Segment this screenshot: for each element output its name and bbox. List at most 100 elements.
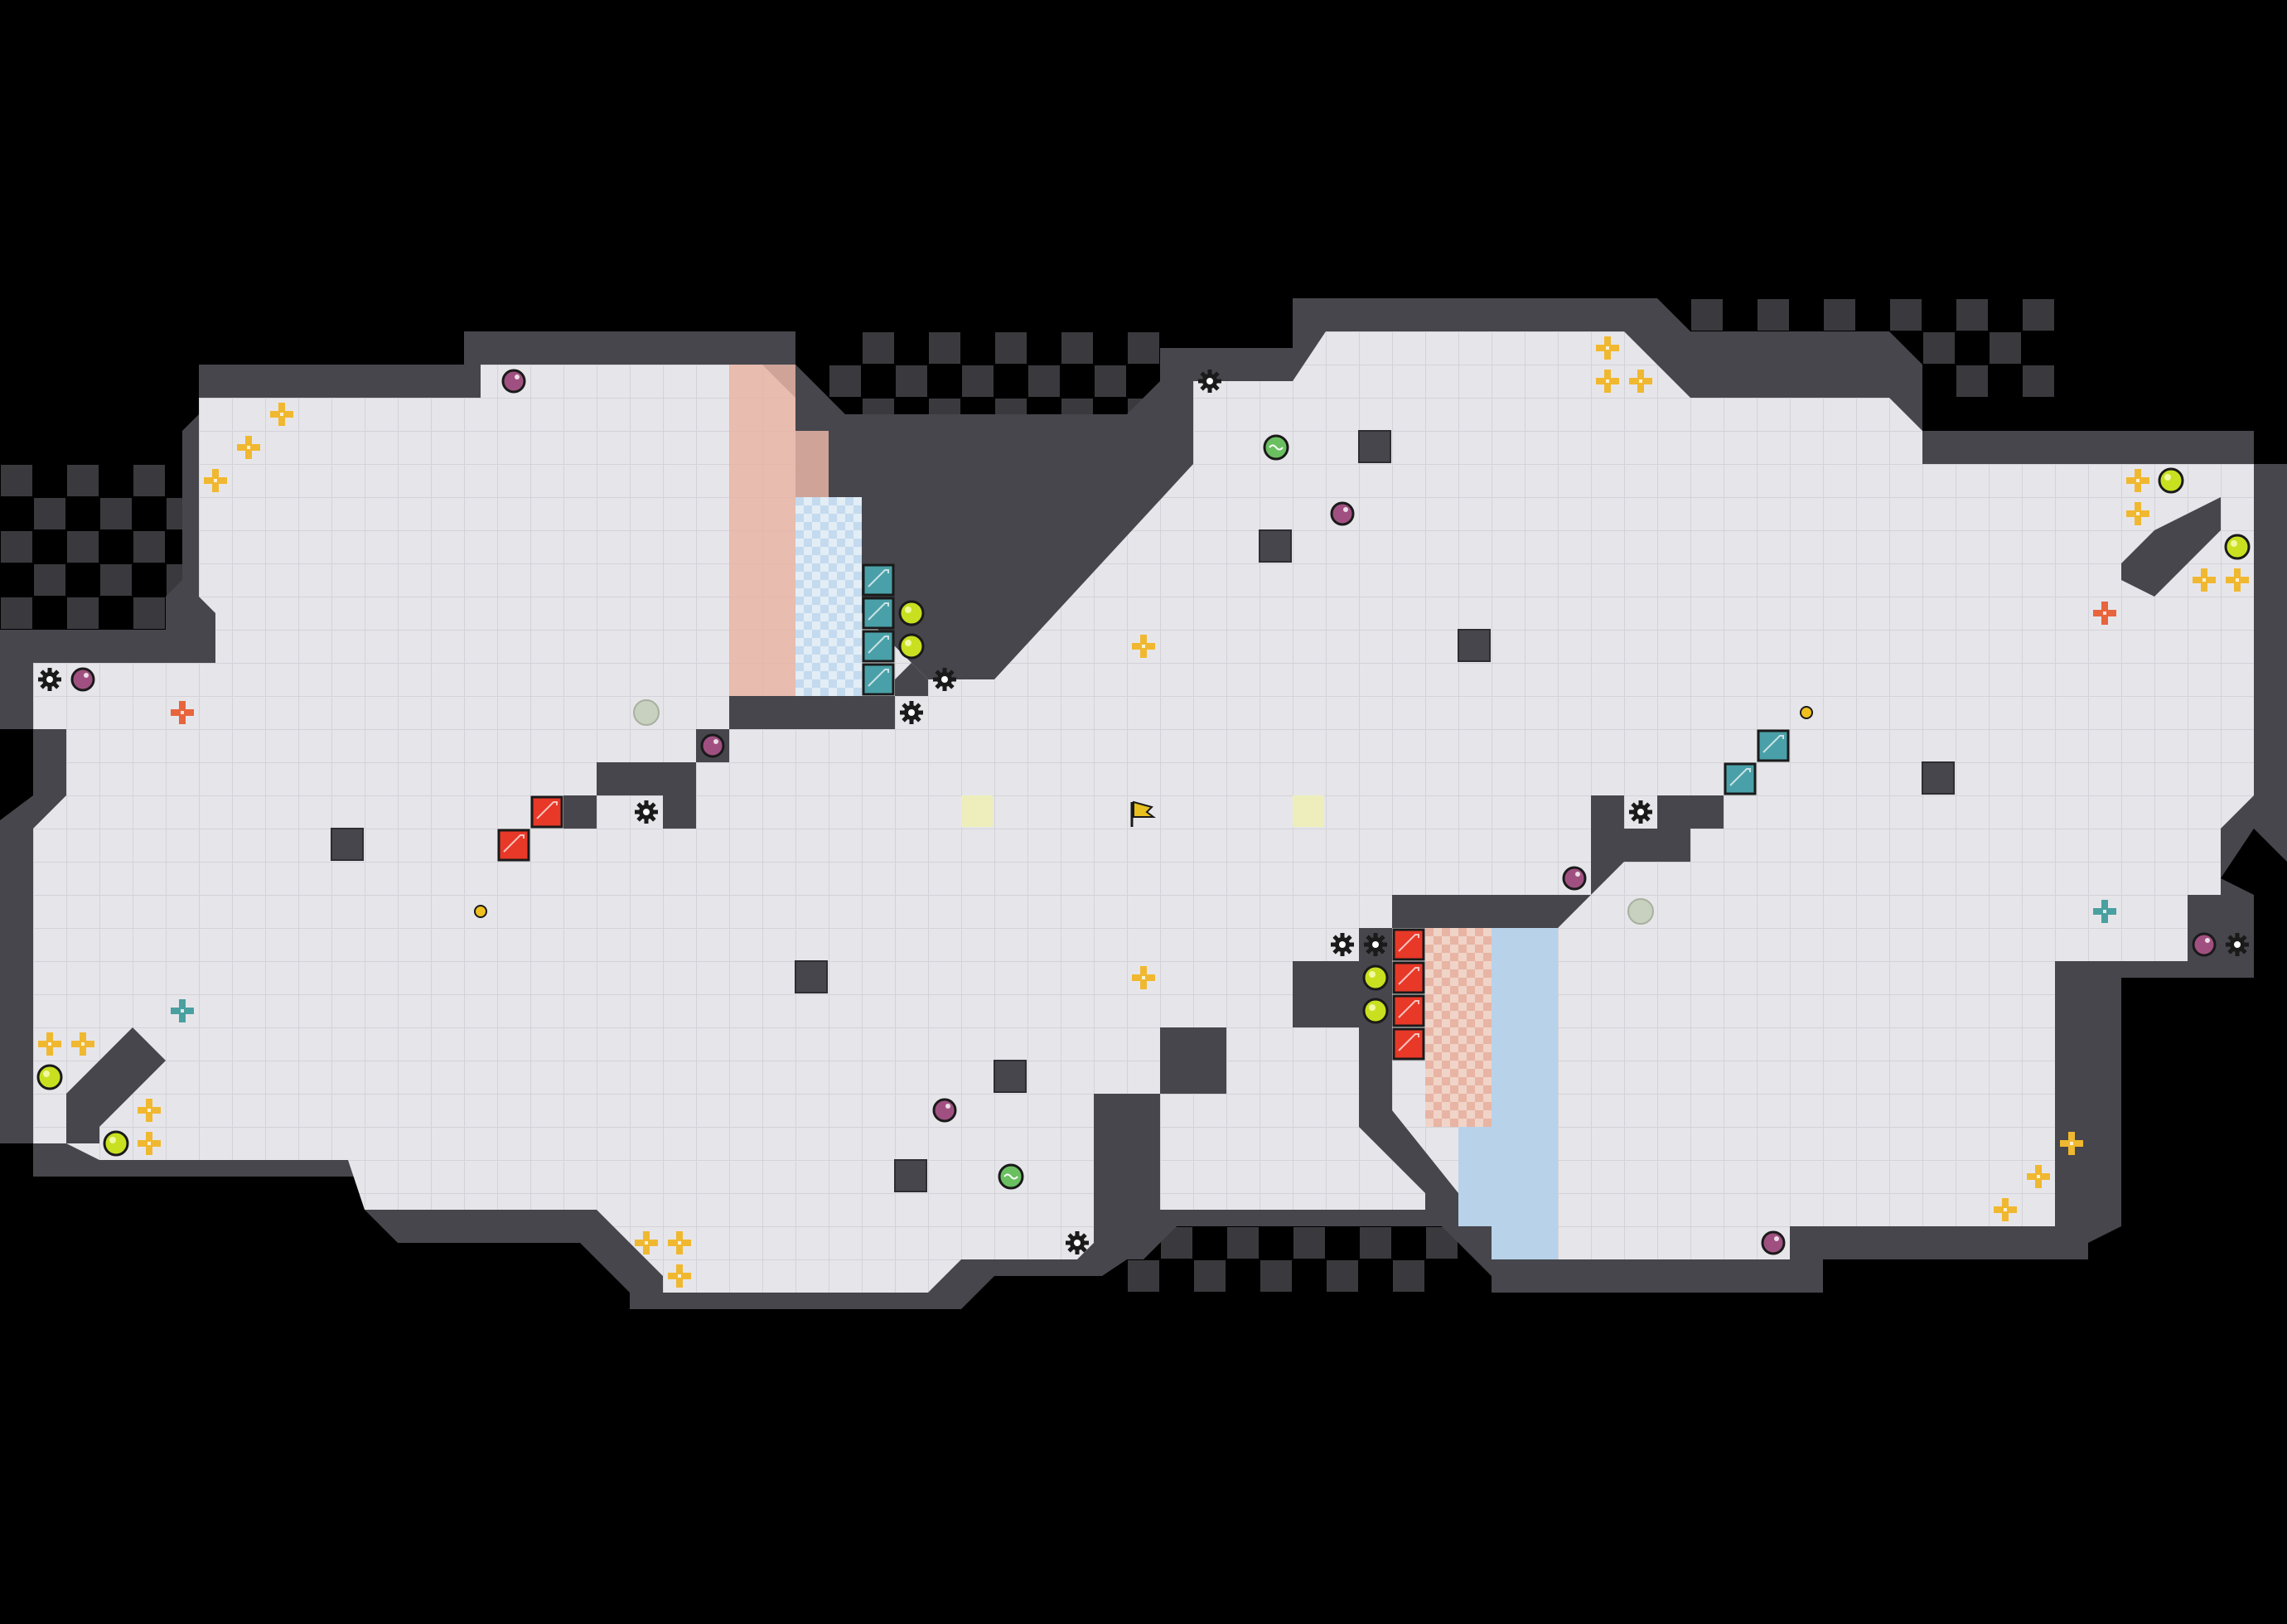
purple-orb-icon[interactable]	[1761, 1230, 1786, 1255]
gold-cross-icon[interactable]	[2126, 469, 2149, 492]
ghost-circle-icon	[633, 699, 660, 726]
checker-tile	[133, 465, 165, 496]
red-block-icon[interactable]	[1392, 928, 1425, 961]
teal-block-icon[interactable]	[862, 630, 895, 663]
gold-cross-icon[interactable]	[204, 469, 227, 492]
checker-tile	[896, 365, 927, 397]
red-block-icon[interactable]	[1392, 994, 1425, 1027]
purple-orb-icon[interactable]	[1330, 501, 1355, 526]
gold-cross-icon[interactable]	[635, 1231, 658, 1254]
gold-cross-icon[interactable]	[38, 1032, 61, 1056]
red-block-icon[interactable]	[1392, 961, 1425, 994]
checker-tile	[67, 597, 99, 629]
gold-cross-icon[interactable]	[2060, 1132, 2083, 1155]
spike-mine-icon	[1629, 800, 1652, 824]
lime-orb-icon[interactable]	[2158, 467, 2184, 494]
teal-block-icon[interactable]	[1757, 729, 1790, 762]
checker-tile	[1360, 1227, 1391, 1259]
yellow-pad-right	[1293, 795, 1324, 827]
gold-cross-icon[interactable]	[1629, 370, 1652, 393]
gold-cross-icon[interactable]	[270, 403, 293, 426]
gold-cross-icon[interactable]	[237, 436, 260, 459]
gold-cross-icon[interactable]	[1132, 635, 1155, 658]
orange-cross-icon[interactable]	[171, 701, 194, 724]
checker-tile	[1990, 332, 2021, 364]
checker-tile	[100, 564, 132, 596]
orange-cross-icon[interactable]	[2093, 602, 2116, 625]
gold-cross-icon[interactable]	[2193, 568, 2216, 592]
checker-tile	[1890, 299, 1922, 331]
green-token-icon[interactable]	[1263, 434, 1289, 461]
red-block-icon[interactable]	[1392, 1027, 1425, 1061]
checker-tile	[1956, 365, 1988, 397]
purple-orb-icon[interactable]	[2192, 932, 2217, 957]
purple-orb-icon[interactable]	[1562, 866, 1587, 891]
red-block-icon[interactable]	[497, 829, 530, 862]
lime-orb-icon[interactable]	[898, 600, 925, 626]
lime-orb-icon[interactable]	[898, 633, 925, 660]
purple-orb-icon[interactable]	[700, 733, 725, 758]
teal-cross-icon[interactable]	[2093, 900, 2116, 923]
purple-orb-icon[interactable]	[501, 369, 526, 394]
checker-tile	[1, 597, 32, 629]
teal-block-icon[interactable]	[1724, 762, 1757, 795]
red-zone-top	[729, 365, 795, 696]
lime-orb-icon[interactable]	[1362, 998, 1389, 1024]
gold-cross-icon[interactable]	[138, 1132, 161, 1155]
gold-cross-icon[interactable]	[138, 1099, 161, 1122]
red-zone-top-extension	[795, 431, 829, 497]
gold-cross-icon[interactable]	[2126, 502, 2149, 525]
red-block-icon[interactable]	[530, 795, 563, 829]
zones	[729, 365, 1558, 1259]
spike-mine-icon	[1364, 933, 1387, 956]
checker-tile	[1260, 1260, 1292, 1292]
gold-cross-icon[interactable]	[71, 1032, 94, 1056]
small-coin-icon[interactable]	[474, 905, 487, 918]
checker-tile	[1956, 299, 1988, 331]
lime-orb-icon[interactable]	[103, 1130, 129, 1157]
gold-cross-icon[interactable]	[668, 1264, 691, 1288]
checker-tile	[1095, 365, 1126, 397]
lime-orb-icon[interactable]	[1362, 964, 1389, 991]
gold-cross-icon[interactable]	[1132, 966, 1155, 989]
teal-block-icon[interactable]	[862, 597, 895, 630]
spike-mine-icon	[635, 800, 658, 824]
gold-cross-icon[interactable]	[668, 1231, 691, 1254]
red-zone-bottom	[1425, 928, 1492, 1127]
gold-cross-icon[interactable]	[2226, 568, 2249, 592]
teal-block-icon[interactable]	[862, 563, 895, 597]
spike-mine-icon	[1198, 370, 1221, 393]
checker-tile	[2023, 299, 2054, 331]
gold-cross-icon[interactable]	[1596, 336, 1619, 360]
checker-tile	[829, 365, 861, 397]
entities-layer	[36, 336, 2251, 1288]
small-coin-icon[interactable]	[1800, 706, 1813, 719]
green-token-icon[interactable]	[998, 1163, 1024, 1190]
checker-tile	[1128, 1260, 1159, 1292]
blue-zone-top	[795, 497, 862, 696]
checker-tile	[863, 332, 894, 364]
checker-tile	[995, 332, 1027, 364]
checker-tile	[1, 465, 32, 496]
checker-tile	[100, 498, 132, 529]
teal-cross-icon[interactable]	[171, 999, 194, 1022]
checker-tile	[67, 531, 99, 563]
gold-cross-icon[interactable]	[1596, 370, 1619, 393]
yellow-pad-left	[961, 795, 993, 827]
checker-tile	[133, 597, 165, 629]
lime-orb-icon[interactable]	[2224, 534, 2251, 560]
gold-cross-icon[interactable]	[2027, 1165, 2050, 1188]
checker-tile	[1824, 299, 1855, 331]
gold-cross-icon[interactable]	[1994, 1198, 2017, 1221]
checker-tile	[2023, 365, 2054, 397]
checker-tile	[34, 498, 65, 529]
flag-icon[interactable]	[1130, 800, 1156, 827]
teal-block-icon[interactable]	[862, 663, 895, 696]
checker-tile	[1028, 365, 1060, 397]
checker-tile	[1227, 1227, 1259, 1259]
lime-orb-icon[interactable]	[36, 1064, 63, 1090]
purple-orb-icon[interactable]	[932, 1098, 957, 1123]
purple-orb-icon[interactable]	[70, 667, 95, 692]
ghost-circle-icon	[1627, 898, 1654, 925]
spike-mine-icon	[1066, 1231, 1089, 1254]
